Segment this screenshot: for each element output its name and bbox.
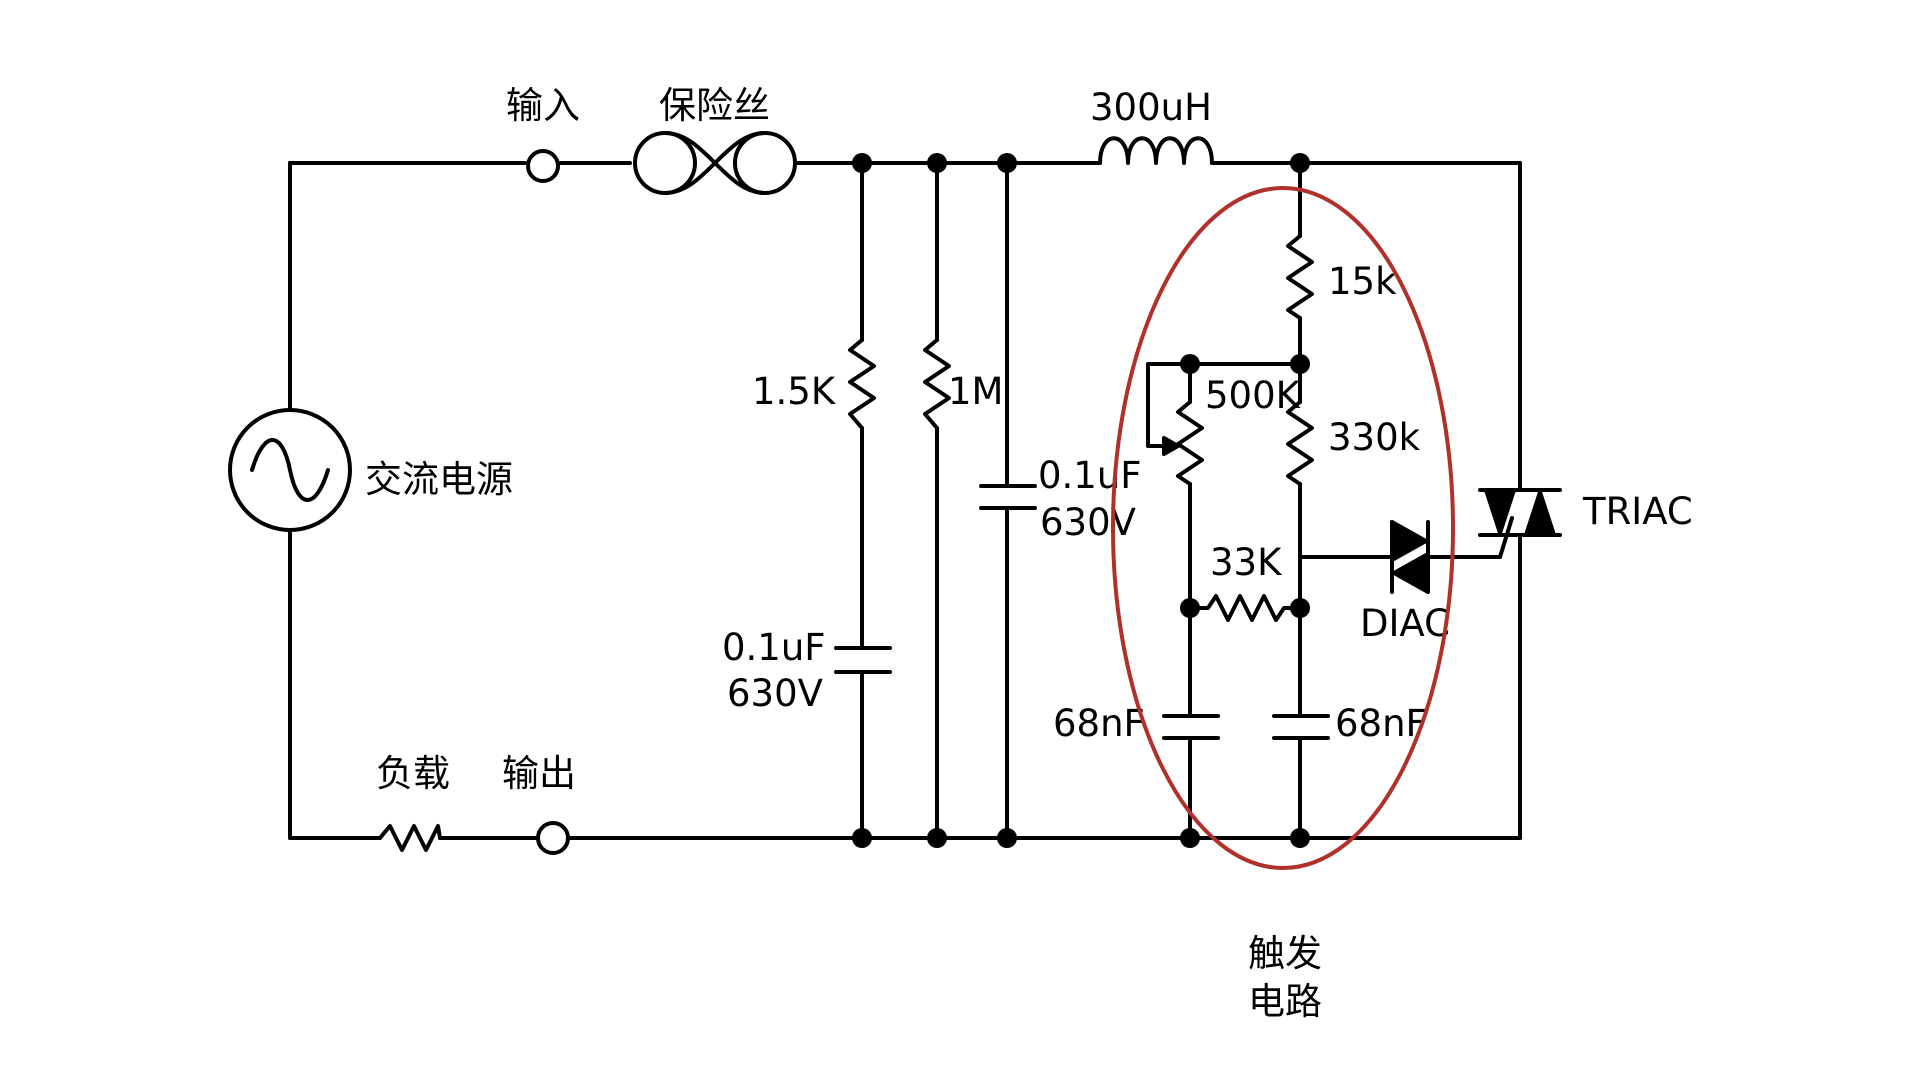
ac-source-label: 交流电源 — [365, 458, 513, 501]
branch-1-5k — [834, 161, 892, 840]
load-label: 负载 — [376, 752, 450, 795]
pot-500k-label: 500K — [1205, 374, 1302, 417]
output-terminal — [536, 821, 570, 855]
load-resistor-symbol — [378, 824, 442, 852]
c2-value-label: 0.1uF — [1038, 454, 1142, 497]
branch-c2 — [979, 161, 1037, 840]
trigger-circuit-label-line1: 触发 — [1248, 932, 1322, 975]
c1-value-label: 0.1uF — [722, 626, 826, 669]
trigger-circuit-label-line2: 电路 — [1248, 980, 1322, 1023]
junction-nodes — [852, 153, 1310, 848]
r-33k-label: 33K — [1210, 541, 1283, 584]
r-1m-label: 1M — [948, 370, 1003, 413]
fuse-symbol — [633, 131, 797, 195]
branch-1m — [923, 161, 951, 840]
diac-label: DIAC — [1360, 602, 1450, 645]
main-wiring — [288, 161, 1522, 840]
c1-voltage-label: 630V — [727, 672, 823, 715]
input-terminal — [526, 149, 560, 183]
r-1-5k-label: 1.5K — [752, 370, 837, 413]
inductor-symbol — [1098, 136, 1214, 165]
r-330k-label: 330k — [1328, 416, 1421, 459]
inductor-label: 300uH — [1090, 86, 1212, 129]
fuse-label: 保险丝 — [659, 84, 770, 127]
r-15k-label: 15k — [1328, 260, 1397, 303]
input-label: 输入 — [506, 84, 580, 127]
r-33k-symbol — [1188, 594, 1302, 622]
c2-voltage-label: 630V — [1040, 501, 1136, 544]
diac-symbol — [1390, 520, 1502, 594]
triac-symbol — [1478, 488, 1562, 559]
output-label: 输出 — [502, 752, 576, 795]
trigger-left-column — [1146, 362, 1302, 840]
c-68nf-left-label: 68nF — [1053, 702, 1145, 745]
c-68nf-right-label: 68nF — [1335, 702, 1427, 745]
ac-source-symbol — [228, 408, 352, 532]
trigger-circuit-highlight — [1111, 186, 1455, 870]
triac-label: TRIAC — [1582, 490, 1693, 533]
